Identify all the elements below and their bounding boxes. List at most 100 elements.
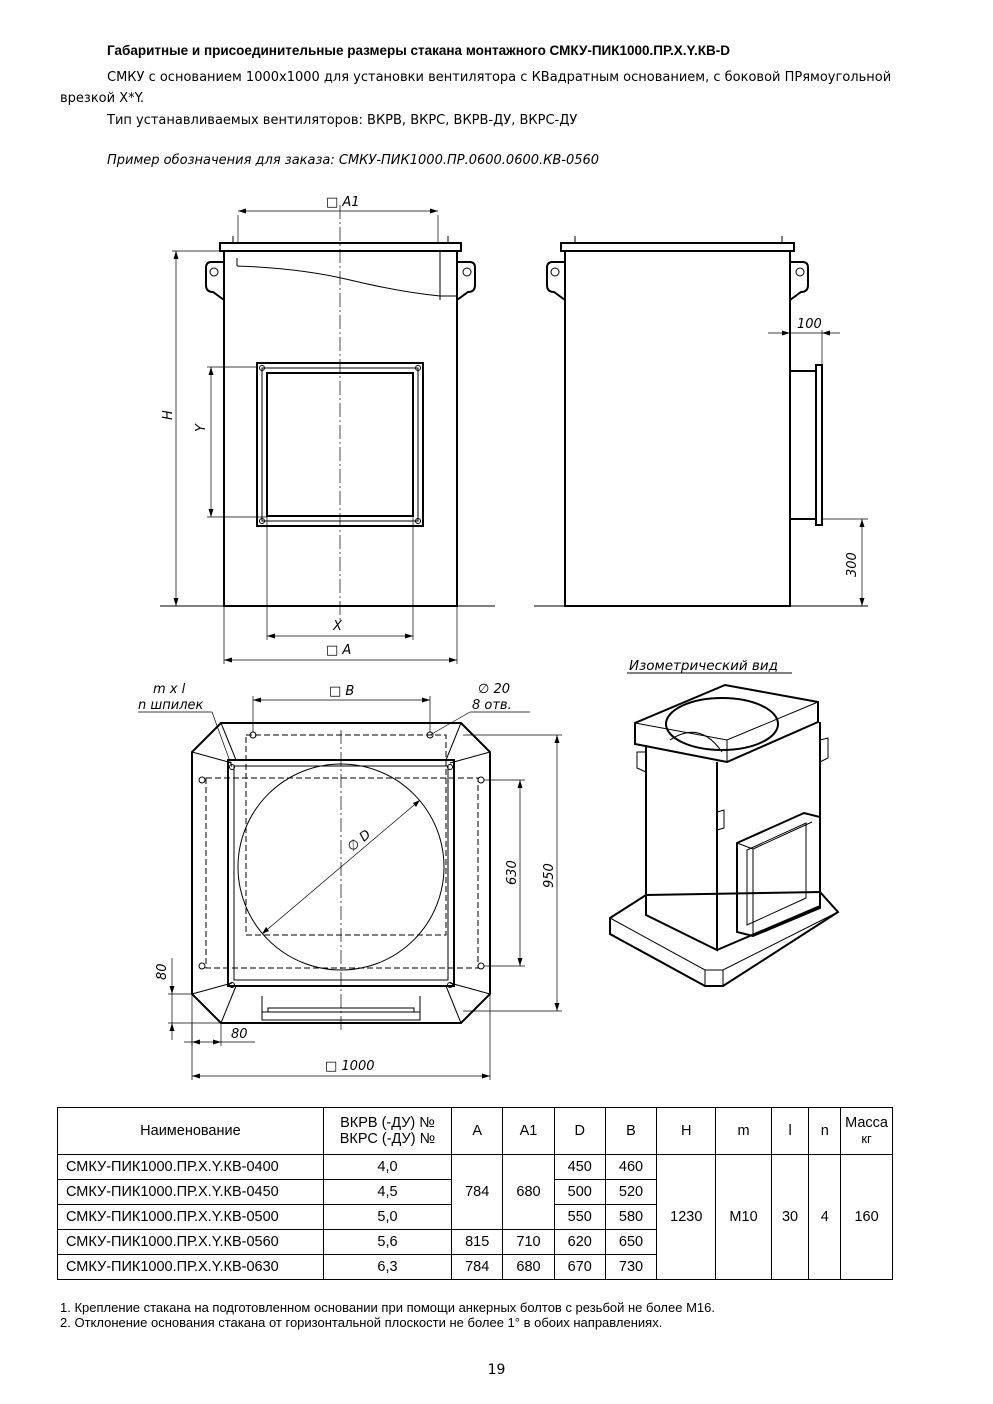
col-h: H bbox=[656, 1107, 717, 1155]
dim-80-horizontal-label: 80 bbox=[231, 1027, 248, 1042]
cell-l-merged: 30 bbox=[770, 1154, 810, 1280]
cell-a1-merged: 680 bbox=[502, 1154, 555, 1230]
description-line-1: СМКУ с основанием 1000x1000 для установк… bbox=[107, 70, 892, 85]
col-n: n bbox=[808, 1107, 842, 1155]
table-row: СМКУ-ПИК1000.ПР.X.Y.КВ-0450 4,5 500 520 bbox=[57, 1179, 893, 1205]
iso-top-flange bbox=[634, 683, 819, 764]
cell-d: 620 bbox=[553, 1229, 606, 1255]
iso-body-right bbox=[716, 722, 821, 951]
dim-80-vertical-label: 80 bbox=[155, 963, 170, 980]
cell-b: 520 bbox=[604, 1179, 658, 1205]
technical-drawing: □ A1 H Y X □ A bbox=[138, 195, 868, 1080]
col-a1: A1 bbox=[502, 1107, 555, 1155]
note-1: 1. Крепление стакана на подготовленном о… bbox=[60, 1300, 715, 1315]
cell-name: СМКУ-ПИК1000.ПР.X.Y.КВ-0560 bbox=[57, 1229, 324, 1255]
cell-fan: 4,5 bbox=[322, 1179, 453, 1205]
holes-label-2: 8 отв. bbox=[472, 698, 512, 713]
cell-fan: 6,3 bbox=[322, 1254, 453, 1280]
dim-h-label: H bbox=[161, 410, 176, 420]
cell-a1: 710 bbox=[502, 1229, 555, 1255]
front-lug-right bbox=[456, 261, 476, 301]
cell-m-merged: M10 bbox=[715, 1154, 772, 1280]
side-lug-left bbox=[546, 261, 566, 301]
page-number: 19 bbox=[487, 1362, 506, 1378]
cell-a: 784 bbox=[451, 1254, 504, 1280]
col-mass: Масса кг bbox=[840, 1107, 893, 1155]
iso-side-outlet bbox=[736, 811, 821, 938]
cell-b: 580 bbox=[604, 1204, 658, 1230]
dim-630-label: 630 bbox=[505, 860, 520, 885]
col-name: Наименование bbox=[57, 1107, 324, 1155]
dim-950-label: 950 bbox=[542, 863, 557, 888]
notes: 1. Крепление стакана на подготовленном о… bbox=[60, 1300, 715, 1330]
cell-fan: 5,6 bbox=[322, 1229, 453, 1255]
col-mass-label: Масса bbox=[845, 1115, 888, 1131]
table-row: СМКУ-ПИК1000.ПР.X.Y.КВ-0630 6,3 784 680 … bbox=[57, 1254, 893, 1280]
side-view: 100 300 bbox=[534, 236, 868, 607]
dim-d-label: ∅ D bbox=[345, 827, 374, 855]
cell-fan: 5,0 bbox=[322, 1204, 453, 1230]
front-break-line bbox=[236, 265, 457, 297]
cell-n-merged: 4 bbox=[808, 1154, 842, 1280]
dim-a-label: □ A bbox=[326, 643, 351, 658]
col-m: m bbox=[715, 1107, 772, 1155]
spec-table: Наименование ВКРВ (-ДУ) № ВКРС (-ДУ) № A… bbox=[57, 1107, 893, 1280]
table-row: СМКУ-ПИК1000.ПР.X.Y.КВ-0560 5,6 815 710 … bbox=[57, 1229, 893, 1255]
cell-d: 450 bbox=[553, 1154, 606, 1180]
cell-name: СМКУ-ПИК1000.ПР.X.Y.КВ-0450 bbox=[57, 1179, 324, 1205]
side-lug-right bbox=[789, 261, 809, 301]
description-line-2: врезкой X*Y. bbox=[60, 91, 145, 106]
page-title: Габаритные и присоединительные размеры с… bbox=[107, 43, 730, 58]
cell-d: 550 bbox=[553, 1204, 606, 1230]
cell-a-merged: 784 bbox=[451, 1154, 504, 1230]
cell-mass-merged: 160 bbox=[840, 1154, 893, 1280]
fan-types-line: Тип устанавливаемых вентиляторов: ВКРВ, … bbox=[107, 113, 578, 128]
cell-name: СМКУ-ПИК1000.ПР.X.Y.КВ-0500 bbox=[57, 1204, 324, 1230]
iso-body-left bbox=[645, 745, 718, 952]
side-outlet-stub bbox=[789, 370, 817, 520]
cell-d: 500 bbox=[553, 1179, 606, 1205]
cell-b: 650 bbox=[604, 1229, 658, 1255]
studs-label-1: m x l bbox=[153, 682, 186, 697]
iso-base-plate bbox=[609, 890, 840, 987]
cell-a: 815 bbox=[451, 1229, 504, 1255]
table-row: СМКУ-ПИК1000.ПР.X.Y.КВ-0400 4,0 784 680 … bbox=[57, 1154, 893, 1280]
cell-b: 730 bbox=[604, 1254, 658, 1280]
col-d: D bbox=[553, 1107, 606, 1155]
studs-label-2: n шпилек bbox=[138, 698, 204, 713]
iso-label: Изометрический вид bbox=[629, 658, 778, 674]
table-header-row: Наименование ВКРВ (-ДУ) № ВКРС (-ДУ) № A… bbox=[57, 1107, 893, 1155]
holes-label-1: ∅ 20 bbox=[478, 682, 510, 697]
cell-d: 670 bbox=[553, 1254, 606, 1280]
cell-fan: 4,0 bbox=[322, 1154, 453, 1180]
plan-view: ∅ D m x l n шпилек □ B ∅ 20 8 отв. bbox=[138, 682, 562, 1080]
front-lug-left bbox=[205, 261, 225, 301]
table-row: СМКУ-ПИК1000.ПР.X.Y.КВ-0500 5,0 550 580 bbox=[57, 1204, 893, 1230]
dim-100-label: 100 bbox=[797, 317, 822, 332]
cell-name: СМКУ-ПИК1000.ПР.X.Y.КВ-0400 bbox=[57, 1154, 324, 1180]
cell-h-merged: 1230 bbox=[656, 1154, 717, 1280]
dim-x-label: X bbox=[332, 619, 343, 634]
col-l: l bbox=[770, 1107, 810, 1155]
dim-1000-label: □ 1000 bbox=[325, 1059, 375, 1074]
dim-300-label: 300 bbox=[845, 552, 860, 577]
col-a: A bbox=[451, 1107, 504, 1155]
iso-top-opening bbox=[665, 697, 779, 751]
front-top-flange bbox=[219, 242, 462, 252]
col-fan: ВКРВ (-ДУ) № ВКРС (-ДУ) № bbox=[322, 1107, 453, 1155]
dim-y-label: Y bbox=[194, 423, 209, 432]
dim-b-label: □ B bbox=[329, 684, 354, 699]
col-b: B bbox=[604, 1107, 658, 1155]
col-fan-vkrs: ВКРС (-ДУ) № bbox=[339, 1131, 436, 1147]
side-body bbox=[564, 250, 791, 607]
dim-a1-label: □ A1 bbox=[326, 195, 360, 210]
cell-name: СМКУ-ПИК1000.ПР.X.Y.КВ-0630 bbox=[57, 1254, 324, 1280]
front-view: □ A1 H Y X □ A bbox=[160, 195, 495, 664]
col-fan-vkrv: ВКРВ (-ДУ) № bbox=[340, 1115, 435, 1131]
note-2: 2. Отклонение основания стакана от гориз… bbox=[60, 1315, 663, 1330]
cell-a1: 680 bbox=[502, 1254, 555, 1280]
col-mass-unit: кг bbox=[861, 1131, 872, 1146]
order-example: Пример обозначения для заказа: СМКУ-ПИК1… bbox=[107, 153, 600, 168]
isometric-view: Изометрический вид bbox=[609, 658, 840, 987]
cell-b: 460 bbox=[604, 1154, 658, 1180]
